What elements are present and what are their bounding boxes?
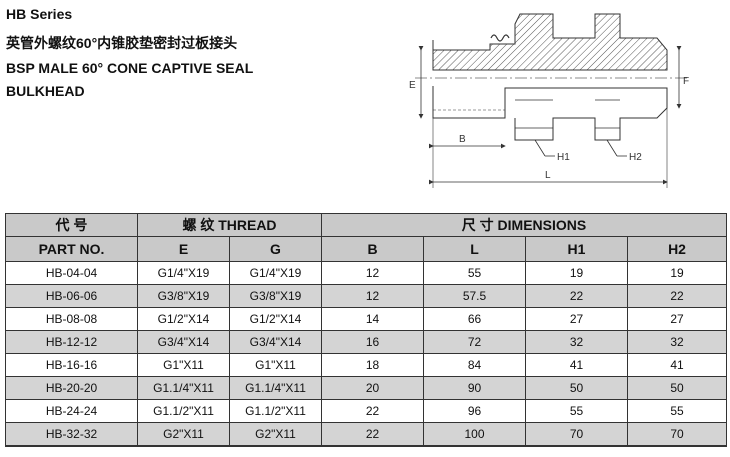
chinese-title: 英管外螺纹60°内锥胶垫密封过板接头 bbox=[6, 35, 238, 51]
cell-l: 72 bbox=[423, 330, 526, 354]
cell-b: 12 bbox=[321, 284, 424, 308]
english-title: BSP MALE 60° CONE CAPTIVE SEAL BULKHEAD bbox=[6, 60, 254, 99]
table-row: HB-16-16 G1"X11 G1"X11 18 84 41 41 bbox=[5, 353, 728, 377]
cell-g: G3/4"X14 bbox=[229, 330, 322, 354]
cell-b: 22 bbox=[321, 422, 424, 447]
cell-g: G1.1/4"X11 bbox=[229, 376, 322, 400]
cell-h2: 70 bbox=[626, 422, 728, 447]
cell-e: G3/8"X19 bbox=[137, 284, 230, 308]
cell-part: HB-16-16 bbox=[5, 353, 138, 377]
cell-h1: 32 bbox=[525, 330, 628, 354]
series-title: HB Series bbox=[6, 6, 73, 22]
cell-h2: 22 bbox=[626, 284, 728, 308]
dim-e-label: E bbox=[409, 80, 416, 91]
cell-l: 90 bbox=[423, 376, 526, 400]
cell-g: G1/2"X14 bbox=[229, 307, 322, 331]
cell-g: G2"X11 bbox=[229, 422, 322, 447]
cell-part: HB-20-20 bbox=[5, 376, 138, 400]
cell-part: HB-32-32 bbox=[5, 422, 138, 447]
lower-body-outline bbox=[432, 86, 668, 141]
dim-h2-label: H2 bbox=[629, 152, 642, 163]
cell-g: G1"X11 bbox=[229, 353, 322, 377]
cell-l: 55 bbox=[423, 261, 526, 285]
header-e: E bbox=[137, 236, 230, 262]
cell-e: G1/2"X14 bbox=[137, 307, 230, 331]
cell-part: HB-04-04 bbox=[5, 261, 138, 285]
cell-b: 16 bbox=[321, 330, 424, 354]
dim-f-label: F bbox=[683, 76, 689, 87]
table-row: HB-20-20 G1.1/4"X11 G1.1/4"X11 20 90 50 … bbox=[5, 376, 728, 400]
cell-g: G3/8"X19 bbox=[229, 284, 322, 308]
cell-h2: 50 bbox=[626, 376, 728, 400]
cell-b: 14 bbox=[321, 307, 424, 331]
dim-h1-label: H1 bbox=[557, 152, 570, 163]
o-ring bbox=[490, 34, 510, 42]
cell-b: 12 bbox=[321, 261, 424, 285]
header-h1: H1 bbox=[525, 236, 628, 262]
header-l: L bbox=[423, 236, 526, 262]
header-dimensions: 尺 寸 DIMENSIONS bbox=[320, 213, 728, 237]
cell-e: G1.1/2"X11 bbox=[137, 399, 230, 423]
table-row: HB-24-24 G1.1/2"X11 G1.1/2"X11 22 96 55 … bbox=[5, 399, 728, 423]
cell-l: 100 bbox=[423, 422, 526, 447]
cell-h1: 70 bbox=[525, 422, 628, 447]
cell-e: G3/4"X14 bbox=[137, 330, 230, 354]
cell-e: G2"X11 bbox=[137, 422, 230, 447]
fitting-technical-drawing: E F B H1 H2 L bbox=[409, 13, 689, 188]
cell-e: G1.1/4"X11 bbox=[137, 376, 230, 400]
cell-l: 84 bbox=[423, 353, 526, 377]
header-thread: 螺 纹 THREAD bbox=[137, 213, 322, 237]
cell-h2: 19 bbox=[626, 261, 728, 285]
cell-h1: 27 bbox=[525, 307, 628, 331]
cell-h1: 19 bbox=[525, 261, 628, 285]
table-row: HB-06-06 G3/8"X19 G3/8"X19 12 57.5 22 22 bbox=[5, 284, 728, 308]
header-b: B bbox=[321, 236, 424, 262]
cell-b: 20 bbox=[321, 376, 424, 400]
cell-e: G1"X11 bbox=[137, 353, 230, 377]
cell-h1: 41 bbox=[525, 353, 628, 377]
cell-e: G1/4"X19 bbox=[137, 261, 230, 285]
cell-h2: 32 bbox=[626, 330, 728, 354]
cell-h1: 50 bbox=[525, 376, 628, 400]
upper-body-section bbox=[432, 13, 668, 71]
table-row: HB-04-04 G1/4"X19 G1/4"X19 12 55 19 19 bbox=[5, 261, 728, 285]
table-row: HB-08-08 G1/2"X14 G1/2"X14 14 66 27 27 bbox=[5, 307, 728, 331]
cell-l: 96 bbox=[423, 399, 526, 423]
cell-b: 18 bbox=[321, 353, 424, 377]
header-part-no: PART NO. bbox=[5, 236, 138, 262]
header-code-cn: 代 号 bbox=[5, 213, 138, 237]
cell-part: HB-24-24 bbox=[5, 399, 138, 423]
specification-table: 代 号 螺 纹 THREAD 尺 寸 DIMENSIONS PART NO. E… bbox=[5, 213, 728, 447]
header-g: G bbox=[229, 236, 322, 262]
cell-l: 66 bbox=[423, 307, 526, 331]
cell-g: G1/4"X19 bbox=[229, 261, 322, 285]
cell-part: HB-12-12 bbox=[5, 330, 138, 354]
header-h2: H2 bbox=[626, 236, 728, 262]
dim-l-label: L bbox=[545, 170, 551, 181]
cell-b: 22 bbox=[321, 399, 424, 423]
cell-part: HB-06-06 bbox=[5, 284, 138, 308]
table-row: HB-32-32 G2"X11 G2"X11 22 100 70 70 bbox=[5, 422, 728, 447]
cell-g: G1.1/2"X11 bbox=[229, 399, 322, 423]
cell-h2: 27 bbox=[626, 307, 728, 331]
cell-part: HB-08-08 bbox=[5, 307, 138, 331]
cell-l: 57.5 bbox=[423, 284, 526, 308]
cell-h1: 55 bbox=[525, 399, 628, 423]
cell-h2: 55 bbox=[626, 399, 728, 423]
dim-b-label: B bbox=[459, 134, 466, 145]
cell-h2: 41 bbox=[626, 353, 728, 377]
cell-h1: 22 bbox=[525, 284, 628, 308]
table-row: HB-12-12 G3/4"X14 G3/4"X14 16 72 32 32 bbox=[5, 330, 728, 354]
